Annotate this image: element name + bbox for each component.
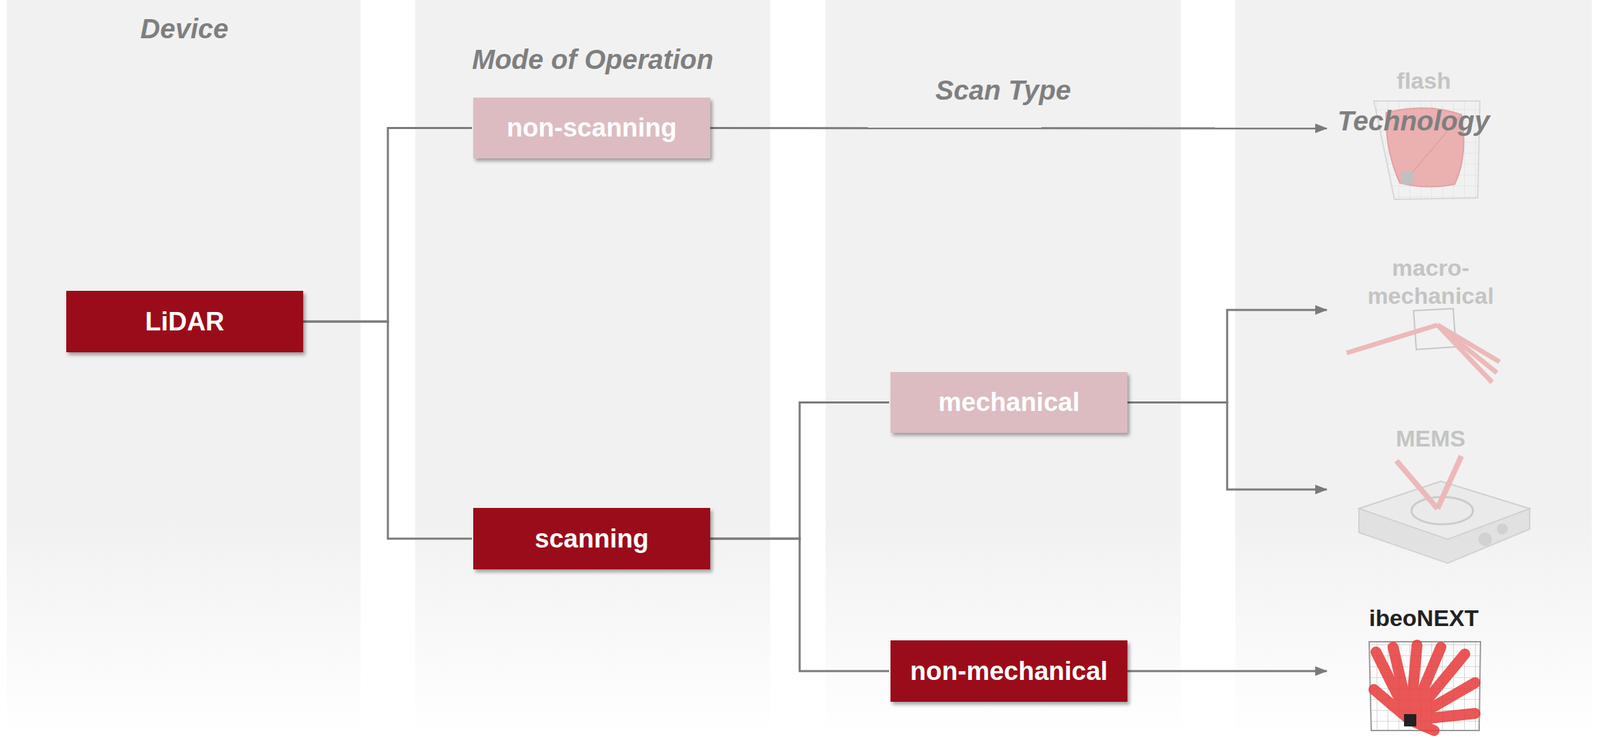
- mems-illustration: [1358, 456, 1530, 564]
- device-box: LiDAR: [66, 290, 304, 353]
- technology-item: macro- mechanical: [1328, 254, 1534, 391]
- node-label: MEMS: [1352, 424, 1510, 453]
- column-band: [6, 0, 361, 738]
- connector: [303, 321, 472, 539]
- node-label: non-scanning: [506, 113, 677, 143]
- node-label: scanning: [534, 524, 649, 554]
- connector: [710, 538, 890, 672]
- node-label: ibeoNEXT: [1345, 604, 1503, 633]
- scan-type-box: mechanical: [890, 372, 1128, 433]
- connector: [710, 402, 890, 540]
- macro-mechanical-illustration: [1346, 308, 1500, 383]
- column-header: Scan Type: [825, 75, 1181, 106]
- connector: [710, 127, 1327, 130]
- mode-box: non-scanning: [473, 97, 711, 159]
- column-header: Mode of Operation: [415, 44, 771, 76]
- connector: [1127, 402, 1327, 491]
- connector: [1127, 670, 1327, 673]
- column-header: Device: [6, 13, 362, 45]
- scan-type-box: non-mechanical: [890, 640, 1128, 703]
- connector: [303, 128, 472, 323]
- ibeonext-illustration: [1369, 641, 1481, 731]
- technology-item: MEMS: [1328, 424, 1534, 569]
- connector: [1127, 310, 1327, 403]
- node-label: LiDAR: [144, 307, 224, 337]
- node-label: flash: [1345, 66, 1503, 95]
- node-label: mechanical: [938, 387, 1080, 418]
- node-label: non-mechanical: [910, 656, 1108, 687]
- column-band: [825, 0, 1181, 738]
- technology-item: ibeoNEXT: [1328, 604, 1520, 735]
- column-header: Technology: [1236, 105, 1592, 137]
- mode-box: scanning: [473, 508, 711, 570]
- node-label: macro- mechanical: [1352, 254, 1510, 311]
- technology-item: flash: [1328, 66, 1520, 204]
